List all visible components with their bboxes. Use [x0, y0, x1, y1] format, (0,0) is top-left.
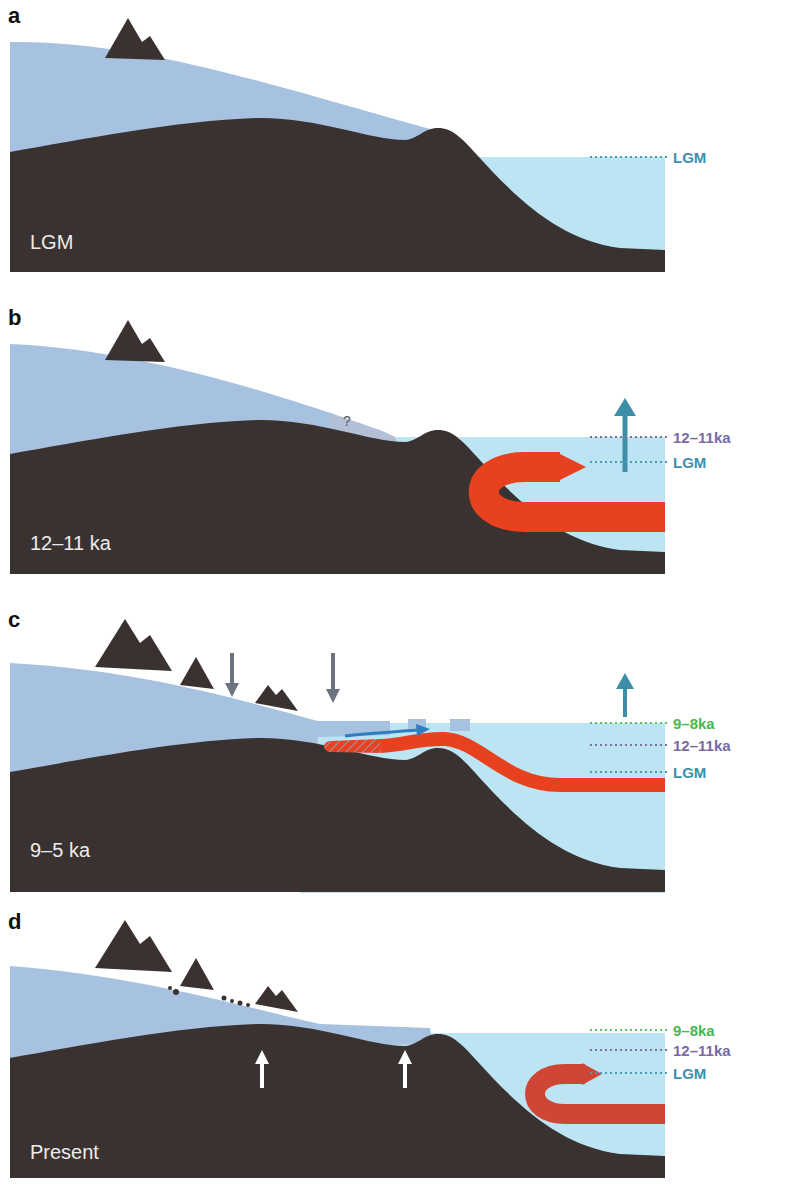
panel-time-label: Present: [30, 1142, 99, 1162]
sea-level-label: LGM: [673, 765, 706, 780]
panel-time-label: LGM: [30, 232, 73, 252]
sea-level-label: 12–11ka: [673, 430, 731, 445]
sea-level-label: 12–11ka: [673, 738, 731, 753]
panel-letter: d: [8, 911, 21, 933]
sea-level-label: 9–8ka: [673, 1023, 715, 1038]
panel-letter: a: [8, 5, 20, 27]
sea-level-label: 9–8ka: [673, 716, 715, 731]
sea-level-label: 12–11ka: [673, 1043, 731, 1058]
sea-level-label: LGM: [673, 455, 706, 470]
panel-c: [10, 619, 670, 893]
panel-time-label: 9–5 ka: [30, 840, 90, 860]
panel-letter: b: [8, 307, 21, 329]
uncertainty-mark: ?: [343, 414, 351, 428]
sea-level-label: LGM: [673, 150, 706, 165]
panel-time-label: 12–11 ka: [30, 533, 111, 553]
panel-a: [10, 18, 670, 272]
sea-level-label: LGM: [673, 1066, 706, 1081]
panel-d: [10, 920, 670, 1178]
panel-letter: c: [8, 609, 20, 631]
panel-b: [10, 320, 670, 574]
